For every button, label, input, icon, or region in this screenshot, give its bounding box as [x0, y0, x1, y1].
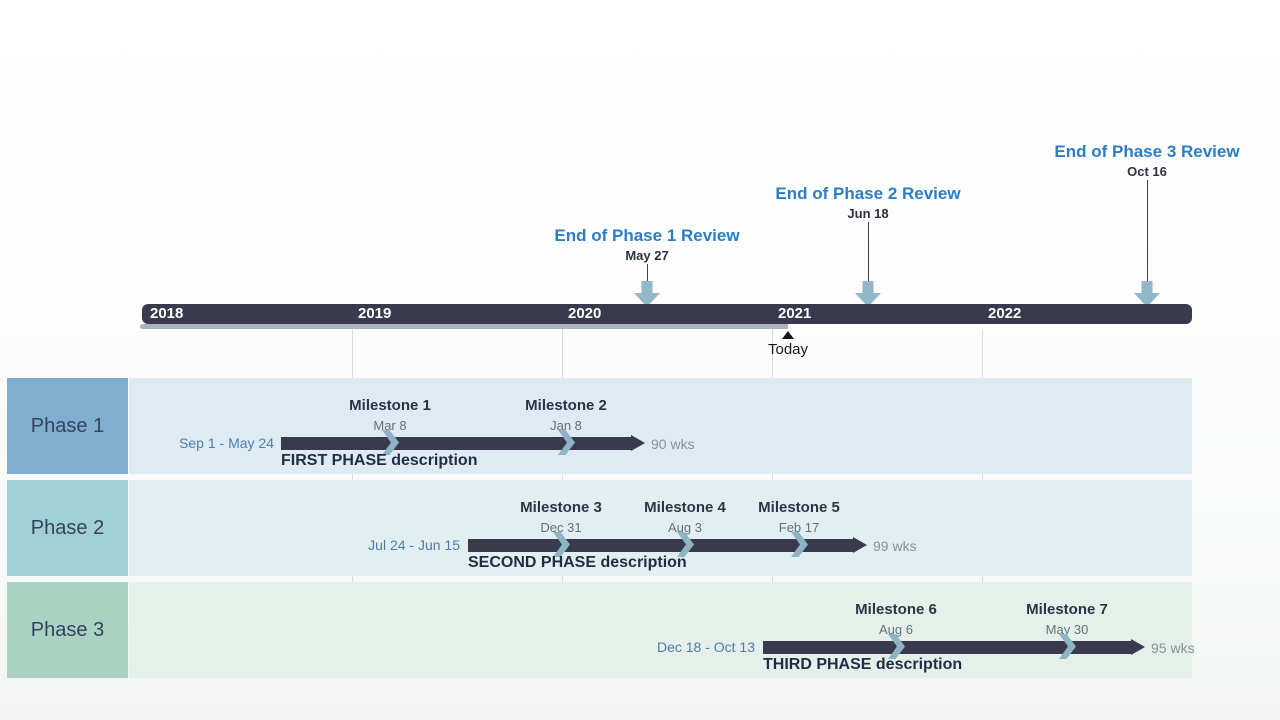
elapsed-time-strip [140, 324, 788, 329]
down-arrow-icon [855, 281, 881, 307]
milestone-marker-icon [888, 634, 905, 659]
milestone-name: Milestone 3 [520, 499, 602, 516]
phase-label: Phase 3 [7, 582, 128, 678]
phase-task-bar [763, 641, 1131, 654]
year-label: 2022 [988, 305, 1022, 322]
phase-task-bar [281, 437, 631, 450]
milestone-name: Milestone 2 [525, 397, 607, 414]
phase-date-range: Dec 18 - Oct 13 [656, 639, 755, 655]
milestone-name: Milestone 6 [855, 601, 937, 618]
phase-description: SECOND PHASE description [468, 554, 687, 571]
milestone-marker-icon [1059, 634, 1076, 659]
year-label: 2021 [778, 305, 812, 322]
milestone-date: Aug 6 [879, 622, 913, 637]
milestone-date: May 30 [1045, 622, 1089, 637]
review-flag-date: Jun 18 [847, 206, 889, 221]
down-arrow-icon [634, 281, 660, 307]
phase-description: THIRD PHASE description [763, 656, 963, 673]
milestone-marker-icon [553, 532, 570, 557]
milestone-date: Mar 8 [373, 418, 407, 433]
phase-label: Phase 1 [7, 378, 128, 474]
year-label: 2020 [568, 305, 602, 322]
review-flag-date: May 27 [625, 248, 669, 263]
task-bar-arrowhead-icon [1131, 639, 1145, 655]
review-flag-phase-1: End of Phase 1 Review May 27 [517, 226, 777, 263]
down-arrow-icon [1134, 281, 1160, 307]
phase-row-2: Phase 2 [0, 480, 1280, 576]
milestone-date: Aug 3 [668, 520, 702, 535]
phase-label: Phase 2 [7, 480, 128, 576]
milestone-name: Milestone 1 [349, 397, 431, 414]
milestone-name: Milestone 4 [644, 499, 726, 516]
year-label: 2018 [150, 305, 184, 322]
phase-row-background [129, 378, 1192, 474]
milestone-date: Jan 8 [550, 418, 582, 433]
phase-duration: 90 wks [651, 436, 695, 452]
milestone-name: Milestone 5 [758, 499, 840, 516]
phase-date-range: Jul 24 - Jun 15 [368, 537, 460, 553]
year-label: 2019 [358, 305, 392, 322]
phase-row-3: Phase 3 [0, 582, 1280, 678]
review-flag-title: End of Phase 1 Review [554, 226, 740, 245]
milestone-marker-icon [558, 430, 575, 455]
phase-row-1: Phase 1 [0, 378, 1280, 474]
leader-line [868, 222, 869, 282]
phase-duration: 95 wks [1151, 640, 1195, 656]
review-flag-title: End of Phase 2 Review [775, 184, 961, 203]
milestone-name: Milestone 7 [1026, 601, 1108, 618]
milestone-date: Dec 31 [540, 520, 582, 535]
phase-row-background [129, 582, 1192, 678]
today-label: Today [767, 341, 809, 358]
review-flag-phase-3: End of Phase 3 Review Oct 16 [1017, 142, 1277, 179]
phase-row-background [129, 480, 1192, 576]
leader-line [647, 264, 648, 282]
task-bar-arrowhead-icon [853, 537, 867, 553]
today-marker-icon [782, 331, 794, 339]
milestone-marker-icon [677, 532, 694, 557]
phase-duration: 99 wks [873, 538, 917, 554]
review-flag-phase-2: End of Phase 2 Review Jun 18 [738, 184, 998, 221]
review-flag-date: Oct 16 [1127, 164, 1167, 179]
milestone-marker-icon [791, 532, 808, 557]
milestone-date: Feb 17 [778, 520, 820, 535]
phase-description: FIRST PHASE description [281, 452, 478, 469]
leader-line [1147, 180, 1148, 282]
phase-date-range: Sep 1 - May 24 [179, 435, 274, 451]
task-bar-arrowhead-icon [631, 435, 645, 451]
timeline-bar [142, 304, 1192, 324]
review-flag-title: End of Phase 3 Review [1054, 142, 1240, 161]
milestone-marker-icon [382, 430, 399, 455]
